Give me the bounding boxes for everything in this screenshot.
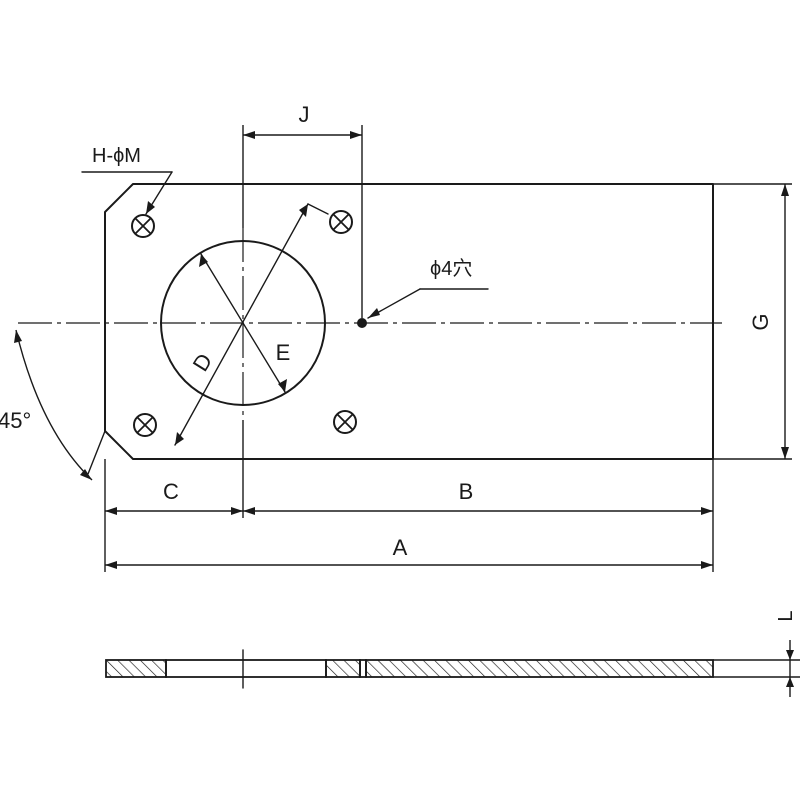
dimension-l: L [713,610,800,697]
extension-line [307,203,329,215]
section-hatched-right [365,659,714,678]
hole-spec-callout: H-ϕM [81,145,173,215]
angle-dimension: 45° [0,329,106,481]
arrowhead [175,432,184,445]
dimension-j: J [242,102,363,318]
dimension-c-b: C B [104,420,714,572]
label-b: B [459,479,474,504]
pin-hole-icon [357,318,367,328]
section-hatched-mid [325,659,361,678]
central-bore-circle [160,240,326,406]
arrowhead [199,254,208,267]
section-hatched-left [105,659,167,678]
section-open-bore [165,659,327,678]
pin-hole-callout: ϕ4穴 [357,257,489,328]
diameter-lines [174,203,329,446]
label-g: G [748,313,773,330]
dimension-g: G [713,183,792,460]
arrowhead [278,379,287,392]
label-j: J [299,102,310,127]
label-c: C [163,479,179,504]
bolt-hole-icon [333,410,357,434]
dimension-a: A [105,535,713,569]
bolt-hole-icon [133,413,157,437]
center-lines [18,228,722,420]
label-d: D [188,349,218,376]
plate-top-view [104,183,714,460]
bolt-hole-icon [329,210,353,234]
arrowhead [299,204,308,217]
label-angle: 45° [0,408,31,433]
label-e: E [276,340,291,365]
bolt-holes [131,210,357,437]
pcd-e-line [174,203,309,446]
label-l: L [775,610,797,621]
bolt-hole-icon [131,214,155,238]
pin-hole-label: ϕ4穴 [430,257,472,280]
label-a: A [393,535,408,560]
side-section-view [105,649,714,689]
plate-outline [104,183,714,460]
hole-spec-label: H-ϕM [92,145,141,167]
